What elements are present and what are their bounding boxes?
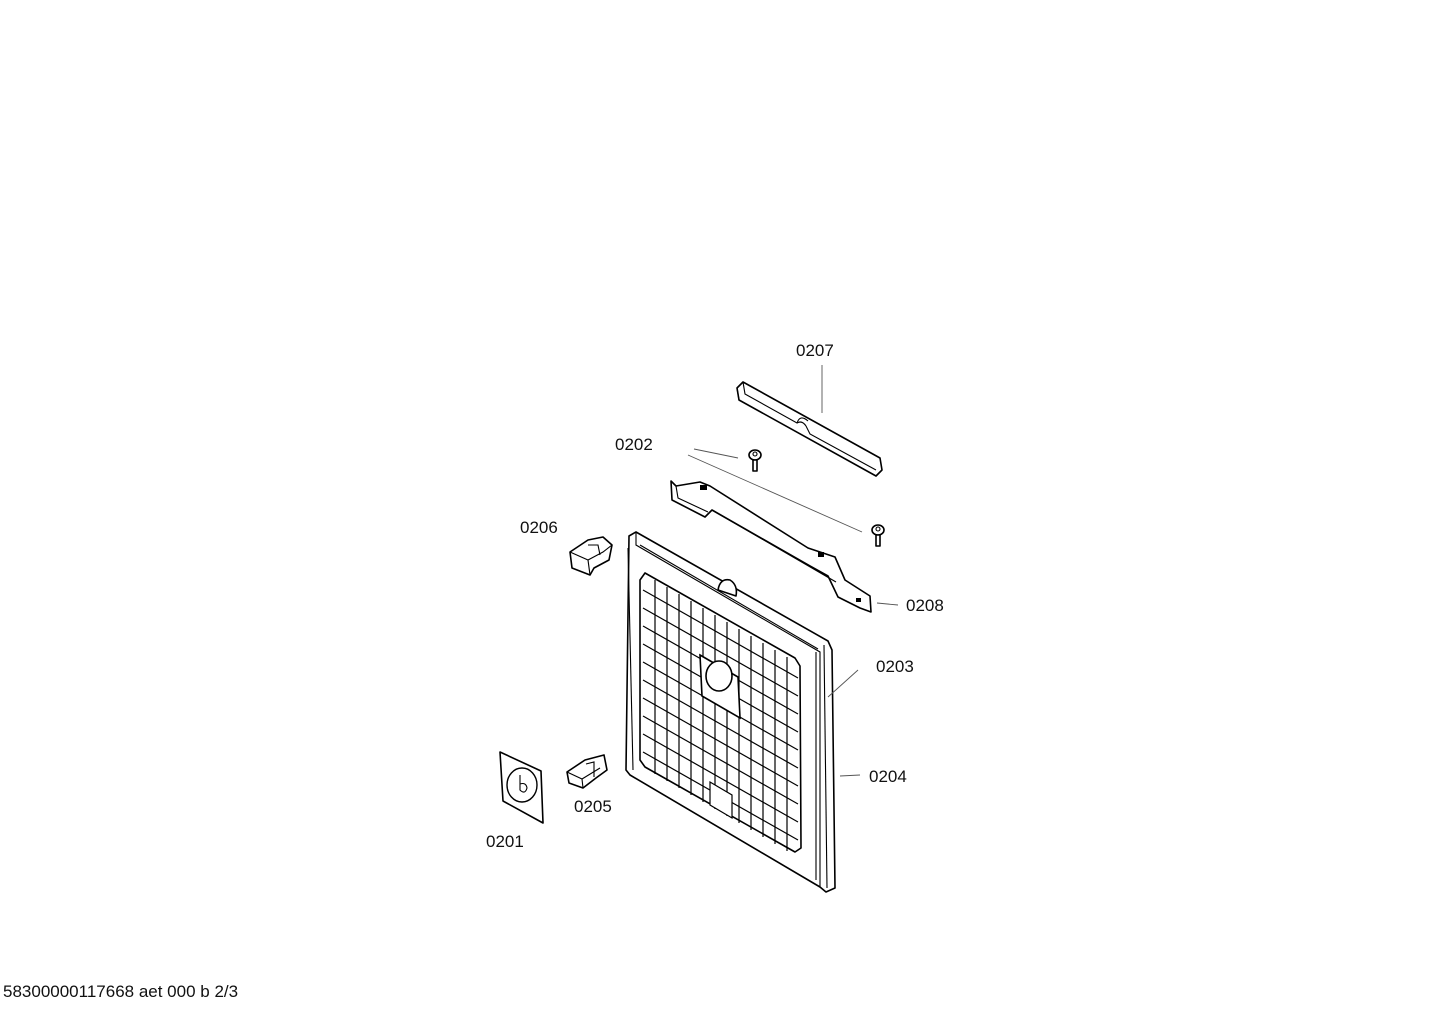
callout-0206[interactable]: 0206 <box>520 518 558 537</box>
callout-0201[interactable]: 0201 <box>486 832 524 851</box>
leader-lines <box>687 365 899 777</box>
document-reference: 58300000117668 aet 000 b 2/3 <box>3 982 239 1001</box>
callout-0204[interactable]: 0204 <box>869 767 907 786</box>
part-0203-inner-panel[interactable] <box>639 572 802 853</box>
part-0207-handle[interactable] <box>736 381 883 477</box>
callout-0207[interactable]: 0207 <box>796 341 834 360</box>
callout-0208[interactable]: 0208 <box>906 596 944 615</box>
part-0201-dial-plate[interactable] <box>499 751 544 824</box>
callout-0205[interactable]: 0205 <box>574 797 612 816</box>
part-0208-bracket[interactable] <box>670 480 872 613</box>
part-0202-screw-upper[interactable] <box>748 449 762 472</box>
part-0205-lower-hinge[interactable] <box>566 754 608 789</box>
callout-0203[interactable]: 0203 <box>876 657 914 676</box>
callout-0202[interactable]: 0202 <box>615 435 653 454</box>
part-0202-screw-lower[interactable] <box>871 524 885 547</box>
part-0206-upper-hinge[interactable] <box>569 536 613 576</box>
